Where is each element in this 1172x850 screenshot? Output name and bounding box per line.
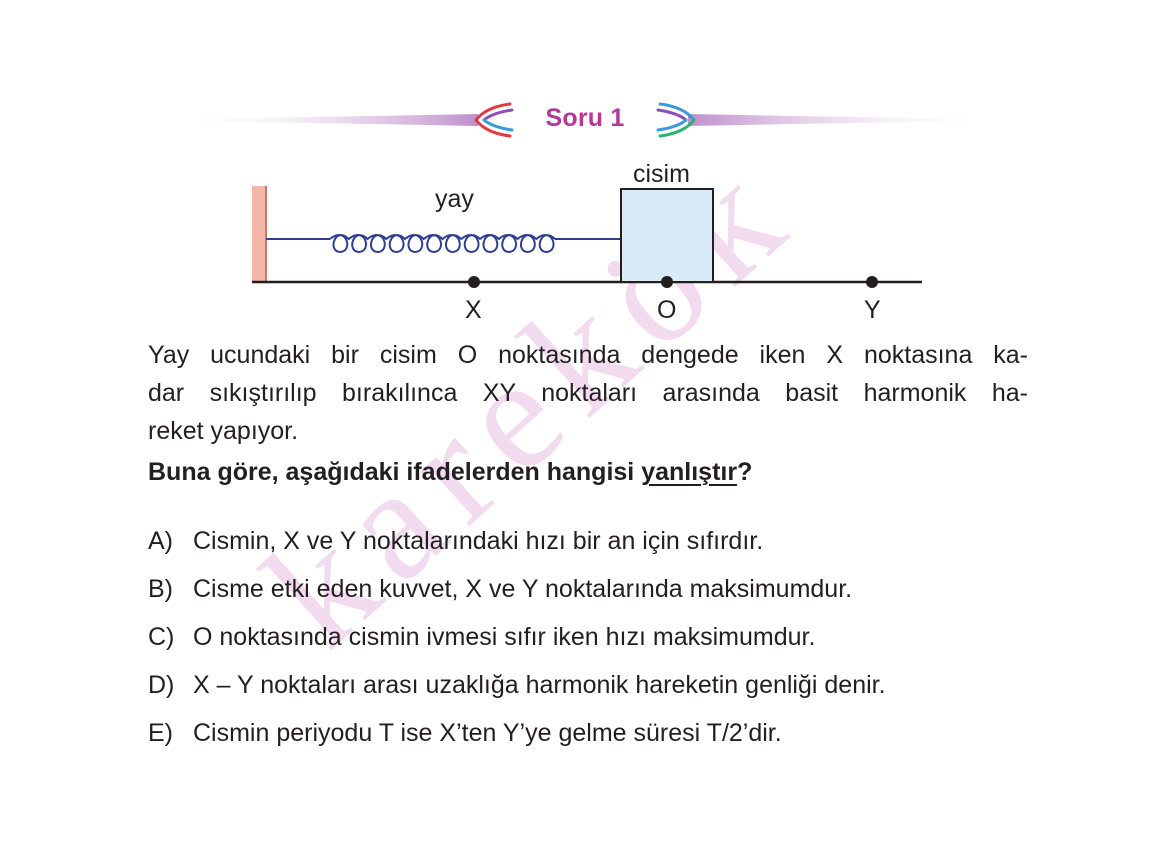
- question-prompt: Buna göre, aşağıdaki ifadelerden hangisi…: [148, 458, 752, 487]
- option-a[interactable]: A) Cismin, X ve Y noktalarındaki hızı bi…: [148, 527, 886, 575]
- spring-label: yay: [435, 185, 474, 213]
- question-body-line: reket yapıyor.: [148, 417, 299, 445]
- point-o-dot: [661, 276, 673, 288]
- option-text: Cisme etki eden kuvvet, X ve Y noktaları…: [193, 575, 853, 603]
- left-swoosh-icon: [474, 102, 514, 138]
- header-line-right: [688, 114, 1010, 126]
- body-label: cisim: [633, 160, 690, 188]
- prompt-prefix: Buna göre, aşağıdaki ifadelerden hangisi: [148, 458, 642, 486]
- question-body-line: Yay ucundaki bir cisim O noktasında deng…: [148, 341, 1028, 369]
- point-x-dot: [468, 276, 480, 288]
- option-letter: C): [148, 623, 175, 651]
- option-d[interactable]: D) X – Y noktaları arası uzaklığa harmon…: [148, 671, 886, 719]
- prompt-suffix: ?: [737, 458, 753, 486]
- body-block: [620, 188, 714, 283]
- wall: [252, 186, 266, 282]
- option-letter: D): [148, 671, 175, 699]
- right-swoosh-icon: [656, 102, 696, 138]
- answer-options: A) Cismin, X ve Y noktalarındaki hızı bi…: [148, 527, 886, 767]
- option-text: X – Y noktaları arası uzaklığa harmonik …: [193, 671, 886, 699]
- option-c[interactable]: C) O noktasında cismin ivmesi sıfır iken…: [148, 623, 886, 671]
- option-letter: B): [148, 575, 173, 603]
- point-x-label: X: [465, 296, 482, 324]
- option-text: O noktasında cismin ivmesi sıfır iken hı…: [193, 623, 816, 651]
- question-title: Soru 1: [545, 104, 625, 132]
- option-e[interactable]: E) Cismin periyodu T ise X’ten Y’ye gelm…: [148, 719, 886, 767]
- point-y-label: Y: [864, 296, 881, 324]
- header-banner: [160, 102, 1010, 138]
- option-letter: A): [148, 527, 173, 555]
- point-o-label: O: [657, 296, 676, 324]
- option-text: Cismin, X ve Y noktalarındaki hızı bir a…: [193, 527, 764, 555]
- option-letter: E): [148, 719, 173, 747]
- question-body-line: dar sıkıştırılıp bırakılınca XY noktalar…: [148, 379, 1028, 407]
- spring-coil: [329, 234, 556, 254]
- point-y-dot: [866, 276, 878, 288]
- option-text: Cismin periyodu T ise X’ten Y’ye gelme s…: [193, 719, 782, 747]
- prompt-emphasis: yanlıştır: [641, 458, 738, 486]
- header-line-left: [160, 114, 478, 126]
- question-body: Yay ucundaki bir cisim O noktasında deng…: [148, 336, 1028, 450]
- option-b[interactable]: B) Cisme etki eden kuvvet, X ve Y noktal…: [148, 575, 886, 623]
- spring-mass-diagram: yay cisim X O Y: [252, 160, 922, 324]
